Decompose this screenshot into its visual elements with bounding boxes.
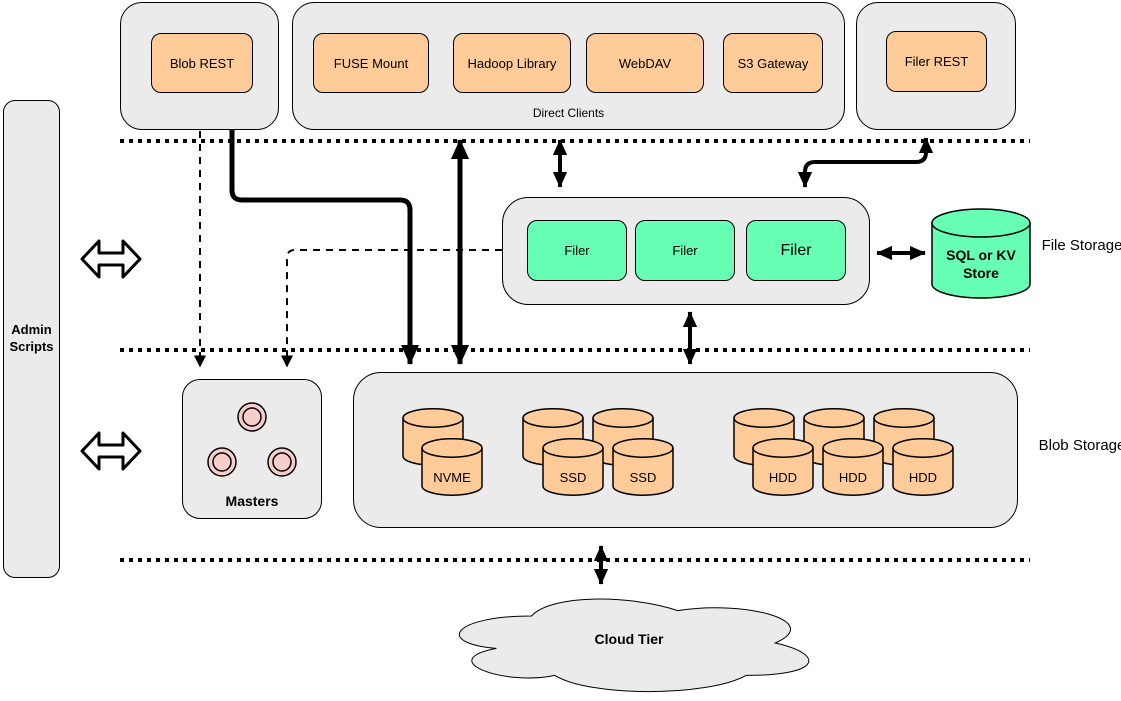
- admin-doublearrow-blob-tier-icon: [80, 431, 142, 471]
- direct-clients-container: FUSE Mount Hadoop Library WebDAV S3 Gate…: [292, 2, 845, 130]
- ssd-volume-cylinder: SSD: [611, 437, 675, 497]
- filer-rest-container: Filer REST: [856, 2, 1016, 130]
- arrow-blobrest-to-volumes: [229, 130, 419, 366]
- filer-node-3: Filer: [746, 220, 846, 281]
- hdd-volume-cylinder: HDD: [751, 437, 815, 497]
- nvme-volume-cylinder: NVME: [420, 437, 484, 497]
- hdd-volume-cylinder: HDD: [821, 437, 885, 497]
- ssd-volume-cylinder: SSD: [541, 437, 605, 497]
- webdav-label: WebDAV: [618, 55, 672, 71]
- admin-scripts-box: Admin Scripts: [3, 100, 60, 578]
- webdav-node: WebDAV: [586, 33, 704, 93]
- cloud-tier-label: Cloud Tier: [594, 631, 664, 647]
- s3-gateway-label: S3 Gateway: [737, 55, 809, 71]
- metadata-store-cylinder: SQL or KV Store: [930, 207, 1032, 300]
- volume-servers-container: NVME SSD SSD HDD: [353, 372, 1018, 528]
- ssd-label: SSD: [629, 470, 657, 485]
- filer-node-2: Filer: [635, 220, 735, 281]
- filer-cluster-container: Filer Filer Filer: [502, 197, 870, 305]
- ssd-label: SSD: [559, 470, 587, 485]
- metadata-store-label: SQL or KV Store: [946, 247, 1016, 281]
- blob-rest-label: Blob REST: [169, 55, 235, 71]
- hdd-label: HDD: [768, 470, 798, 485]
- filer-label: Filer: [672, 243, 698, 258]
- filer-rest-node: Filer REST: [886, 31, 987, 92]
- fuse-mount-node: FUSE Mount: [313, 33, 429, 93]
- hdd-volume-cylinder: HDD: [891, 437, 955, 497]
- cloud-tier-shape: Cloud Tier: [434, 589, 824, 697]
- hadoop-library-label: Hadoop Library: [467, 55, 557, 71]
- filer-label: Filer: [564, 243, 590, 258]
- filer-label: Filer: [780, 241, 812, 259]
- hdd-label: HDD: [908, 470, 938, 485]
- blob-storage-tier-label: Blob Storage: [1038, 437, 1121, 454]
- masters-label: Masters: [225, 493, 279, 509]
- hdd-label: HDD: [838, 470, 868, 485]
- dashed-arrow-filers-masters: [281, 249, 502, 368]
- nvme-label: NVME: [433, 470, 471, 485]
- master-nodes-icon: [207, 402, 297, 477]
- masters-container: Masters: [182, 379, 322, 519]
- filer-rest-label: Filer REST: [904, 54, 969, 69]
- filer-node-1: Filer: [527, 220, 627, 281]
- direct-clients-label: Direct Clients: [532, 106, 605, 120]
- fuse-mount-label: FUSE Mount: [333, 55, 409, 71]
- arrow-filerrest-filers: [797, 137, 934, 188]
- file-storage-tier-label: File Storage: [1041, 237, 1121, 254]
- s3-gateway-node: S3 Gateway: [723, 33, 823, 93]
- admin-scripts-label: Admin Scripts: [9, 322, 54, 354]
- blob-rest-node: Blob REST: [151, 33, 253, 93]
- hadoop-library-node: Hadoop Library: [453, 33, 571, 93]
- admin-doublearrow-file-tier-icon: [80, 239, 142, 279]
- blob-rest-container: Blob REST: [120, 2, 279, 130]
